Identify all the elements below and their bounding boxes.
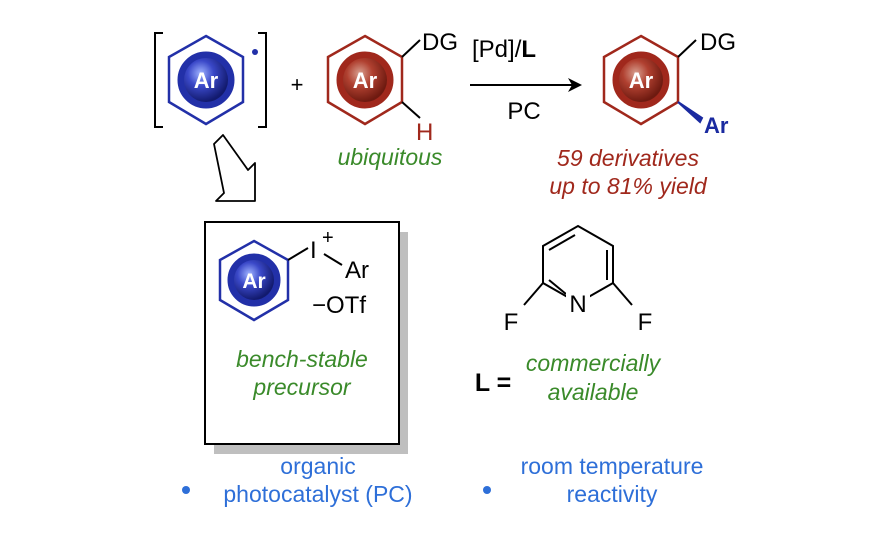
yield-range: up to 81% yield — [549, 173, 707, 199]
second-aryl-label: Ar — [345, 257, 369, 284]
ar-label-precursor: Ar — [242, 270, 265, 293]
product-arene: Ar DG Ar — [602, 29, 736, 138]
iodonium-salt: Ar I + Ar −OTf — [218, 227, 369, 322]
ligand-symbol: L = — [475, 369, 511, 397]
precursor-label: precursor — [252, 374, 351, 400]
feature-list: organic photocatalyst (PC) room temperat… — [182, 453, 703, 507]
bullet-icon — [182, 486, 190, 494]
ar-label-radical: Ar — [194, 68, 219, 93]
down-arrow-icon — [213, 134, 256, 202]
bullet-icon — [483, 486, 491, 494]
nitrogen-label: N — [569, 291, 586, 318]
derivatives-count: 59 derivatives — [557, 145, 699, 171]
feature-photocatalyst: photocatalyst (PC) — [223, 481, 412, 507]
wedge-bond — [677, 101, 704, 124]
catalyst-label: [Pd]/L — [472, 36, 536, 63]
ar-label-substrate: Ar — [353, 68, 378, 93]
feature-room-temperature: room temperature — [521, 453, 704, 479]
feature-organic: organic — [280, 453, 355, 479]
fluorine-left-label: F — [504, 309, 519, 336]
photocatalyst-label: PC — [507, 98, 540, 125]
ligand-structure: N F F — [504, 224, 653, 336]
dg-label-substrate: DG — [422, 29, 458, 56]
precursor-box — [204, 221, 400, 445]
bench-stable-label: bench-stable — [236, 346, 368, 372]
dg-label-product: DG — [700, 29, 736, 56]
plus-sign: + — [291, 72, 304, 97]
aryl-radical: Ar — [154, 32, 267, 128]
iodine-charge: + — [322, 227, 334, 249]
h-label: H — [416, 119, 433, 146]
radical-dot-icon — [252, 49, 258, 55]
left-bracket — [154, 32, 163, 128]
ar-label-new-bond: Ar — [704, 113, 729, 138]
feature-reactivity: reactivity — [567, 481, 658, 507]
iodine-label: I — [310, 237, 317, 264]
ar-label-product: Ar — [629, 68, 654, 93]
substrate-arene: Ar DG H — [326, 29, 458, 146]
counterion-label: −OTf — [312, 292, 366, 319]
available-label: available — [548, 379, 639, 405]
ubiquitous-label: ubiquitous — [338, 144, 443, 170]
fluorine-right-label: F — [638, 309, 653, 336]
reaction-arrow: [Pd]/L PC — [470, 36, 582, 125]
right-bracket — [258, 32, 267, 128]
commercially-label: commercially — [526, 350, 662, 376]
